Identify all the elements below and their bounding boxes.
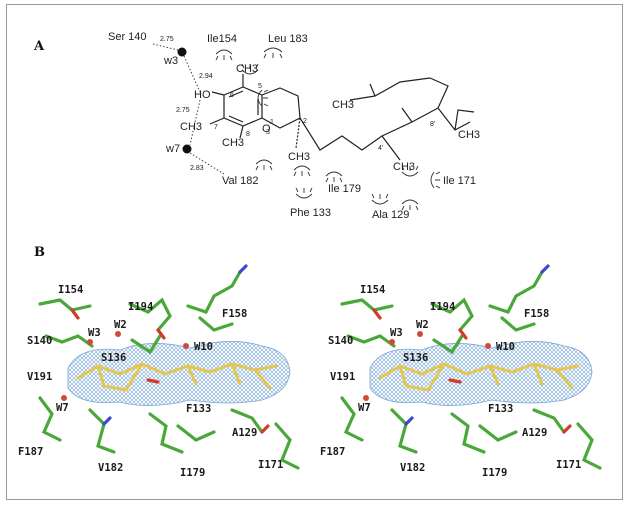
residue-ala129: Ala 129 <box>372 209 409 221</box>
label-i154-right: I154 <box>360 284 385 296</box>
stereo-right: I154 I194 F158 S140 W3 W2 W10 S136 V191 … <box>320 264 602 479</box>
label-f133-left: F133 <box>186 403 211 415</box>
label-v191-right: V191 <box>330 371 355 383</box>
water-w7-left <box>61 395 67 401</box>
ligand-sticks-left <box>76 362 278 392</box>
ring-number-2: 2 <box>303 118 307 125</box>
residue-val182: Val 182 <box>222 175 259 187</box>
hbond-ser140-w3 <box>152 43 179 51</box>
atom-subscript: 3 <box>266 129 270 136</box>
label-s136-left: S136 <box>101 352 126 364</box>
label-i179-left: I179 <box>180 467 205 479</box>
label-v182-right: V182 <box>400 462 425 474</box>
distance-2: 2.94 <box>199 73 213 80</box>
residue-ile179: Ile 179 <box>328 183 361 195</box>
water-w2-left <box>115 331 121 337</box>
label-i171-right: I171 <box>556 459 581 471</box>
ring-number-4p: 4' <box>378 145 383 152</box>
label-s140-right: S140 <box>328 335 353 347</box>
hydrophobic-arcs <box>215 47 441 211</box>
panel-b-letter: B <box>34 245 45 260</box>
label-w2-left: W2 <box>114 319 127 331</box>
label-w10-right: W10 <box>496 341 515 353</box>
residue-phe133: Phe 133 <box>290 207 331 219</box>
panel-a-letter: A <box>33 39 45 54</box>
ring-number-8: 8 <box>246 131 250 138</box>
label-i171-left: I171 <box>258 459 283 471</box>
water-w3-left <box>87 339 93 345</box>
water-w10-right <box>485 343 491 349</box>
atom-o: O <box>262 123 271 135</box>
water-w7-right <box>363 395 369 401</box>
water-w7-label: w7 <box>165 143 180 155</box>
label-v182-left: V182 <box>98 462 123 474</box>
water-w3-dot <box>177 47 187 57</box>
atom-ch3-8: CH3 <box>222 137 244 149</box>
atom-ch3-top: CH3 <box>332 99 354 111</box>
heteroatoms-left <box>70 264 270 434</box>
label-w7-right: W7 <box>358 402 371 414</box>
chromanol-structure <box>209 74 475 161</box>
label-w3-right: W3 <box>390 327 403 339</box>
label-f187-right: F187 <box>320 446 345 458</box>
label-a129-left: A129 <box>232 427 257 439</box>
label-f133-right: F133 <box>488 403 513 415</box>
hbond-ho-w7 <box>189 99 201 146</box>
atom-ho: HO <box>194 89 211 101</box>
ring-number-7: 7 <box>214 124 218 131</box>
atom-ch3-4p: CH3 <box>393 161 415 173</box>
atom-ch3-8p: CH3 <box>458 129 480 141</box>
hbond-w3-ho <box>183 55 201 93</box>
water-w3-label: w3 <box>163 55 178 67</box>
atom-ch3-2: CH3 <box>288 151 310 163</box>
panel-a: A w3 w7 2.75 2.94 2.75 2.83 Ser 140 Ile1… <box>33 31 480 221</box>
protein-sticks-left <box>38 270 300 470</box>
label-s136-right: S136 <box>403 352 428 364</box>
label-i194-left: I194 <box>128 301 153 313</box>
label-w3-left: W3 <box>88 327 101 339</box>
protein-sticks-right <box>340 270 602 470</box>
distance-3: 2.75 <box>176 107 190 114</box>
heteroatoms-right <box>372 264 572 434</box>
label-s140-left: S140 <box>27 335 52 347</box>
distance-1: 2.75 <box>160 36 174 43</box>
label-w10-left: W10 <box>194 341 213 353</box>
label-a129-right: A129 <box>522 427 547 439</box>
water-w7-dot <box>182 144 192 154</box>
water-w10-left <box>183 343 189 349</box>
label-f187-left: F187 <box>18 446 43 458</box>
ligand-sticks-right <box>378 362 580 392</box>
panel-b: B <box>18 245 602 479</box>
stereo-left: I154 I194 F158 S140 W3 W2 W10 S136 V191 … <box>18 264 300 479</box>
label-i194-right: I194 <box>430 301 455 313</box>
label-v191-left: V191 <box>27 371 52 383</box>
label-f158-left: F158 <box>222 308 247 320</box>
residue-leu183: Leu 183 <box>268 33 308 45</box>
ring-number-5: 5 <box>258 83 262 90</box>
label-i154-left: I154 <box>58 284 83 296</box>
atom-ch3-7: CH3 <box>180 121 202 133</box>
residue-ser140: Ser 140 <box>108 31 147 43</box>
distance-4: 2.83 <box>190 165 204 172</box>
label-f158-right: F158 <box>524 308 549 320</box>
label-w2-right: W2 <box>416 319 429 331</box>
label-i179-right: I179 <box>482 467 507 479</box>
residue-ile154: Ile154 <box>207 33 237 45</box>
ring-number-8p: 8' <box>430 121 435 128</box>
ring-number-1: 1 <box>270 119 274 126</box>
ring-number-6: 6 <box>230 92 234 99</box>
label-w7-left: W7 <box>56 402 69 414</box>
atom-ch3-5: CH3 <box>236 63 258 75</box>
residue-ile171: Ile 171 <box>443 175 476 187</box>
water-w2-right <box>417 331 423 337</box>
water-w3-right <box>389 339 395 345</box>
